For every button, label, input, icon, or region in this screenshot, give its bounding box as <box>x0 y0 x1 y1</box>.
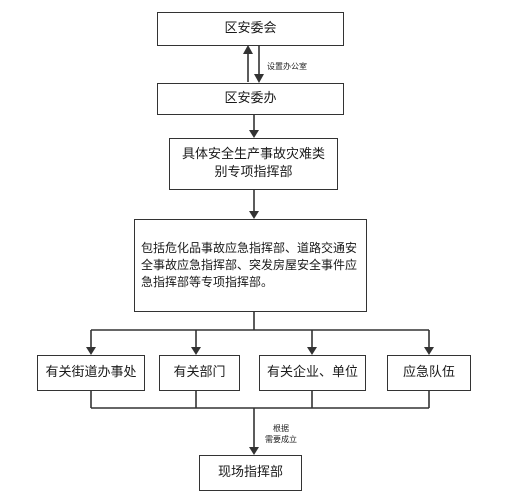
node-district-office-label: 区安委办 <box>224 91 277 106</box>
arrow-office-to-hq-head <box>249 130 259 138</box>
node-departments-label: 有关部门 <box>173 365 226 380</box>
arrow-to-onsite-head <box>249 447 259 455</box>
node-street-offices: 有关街道办事处 <box>37 355 145 391</box>
down-arrowhead <box>254 74 264 83</box>
node-street-offices-label: 有关街道办事处 <box>45 365 137 380</box>
node-examples-text: 包括危化品事故应急指挥部、道路交通安全事故应急指挥部、突发房屋安全事件应急指挥部… <box>141 241 358 289</box>
node-emergency-teams-label: 应急队伍 <box>402 365 455 380</box>
node-enterprises-units: 有关企业、单位 <box>259 355 366 391</box>
node-district-office: 区安委办 <box>157 83 344 115</box>
edge-label-as-needed: 根据 需要成立 <box>265 423 297 445</box>
drop-departments-head <box>191 347 201 355</box>
drop-street-offices-head <box>86 347 96 355</box>
node-district-committee: 区安委会 <box>157 12 344 46</box>
edge-label-set-office: 设置办公室 <box>267 62 307 71</box>
edge-label-as-needed-line2: 需要成立 <box>265 435 297 444</box>
node-emergency-teams: 应急队伍 <box>387 355 471 391</box>
node-enterprises-units-label: 有关企业、单位 <box>266 365 358 380</box>
node-onsite-hq-label: 现场指挥部 <box>217 465 283 480</box>
drop-teams-head <box>424 347 434 355</box>
node-examples: 包括危化品事故应急指挥部、道路交通安全事故应急指挥部、突发房屋安全事件应急指挥部… <box>134 219 367 312</box>
node-specialized-hq: 具体安全生产事故灾难类别专项指挥部 <box>169 138 338 190</box>
edge-label-as-needed-line1: 根据 <box>273 424 289 433</box>
node-onsite-hq: 现场指挥部 <box>199 455 302 491</box>
node-district-committee-label: 区安委会 <box>224 21 277 36</box>
drop-enterprises-head <box>307 347 317 355</box>
arrow-hq-to-examples-head <box>249 211 259 219</box>
up-arrowhead <box>243 45 253 54</box>
node-departments: 有关部门 <box>159 355 240 391</box>
node-specialized-hq-label: 具体安全生产事故灾难类别专项指挥部 <box>182 147 326 180</box>
